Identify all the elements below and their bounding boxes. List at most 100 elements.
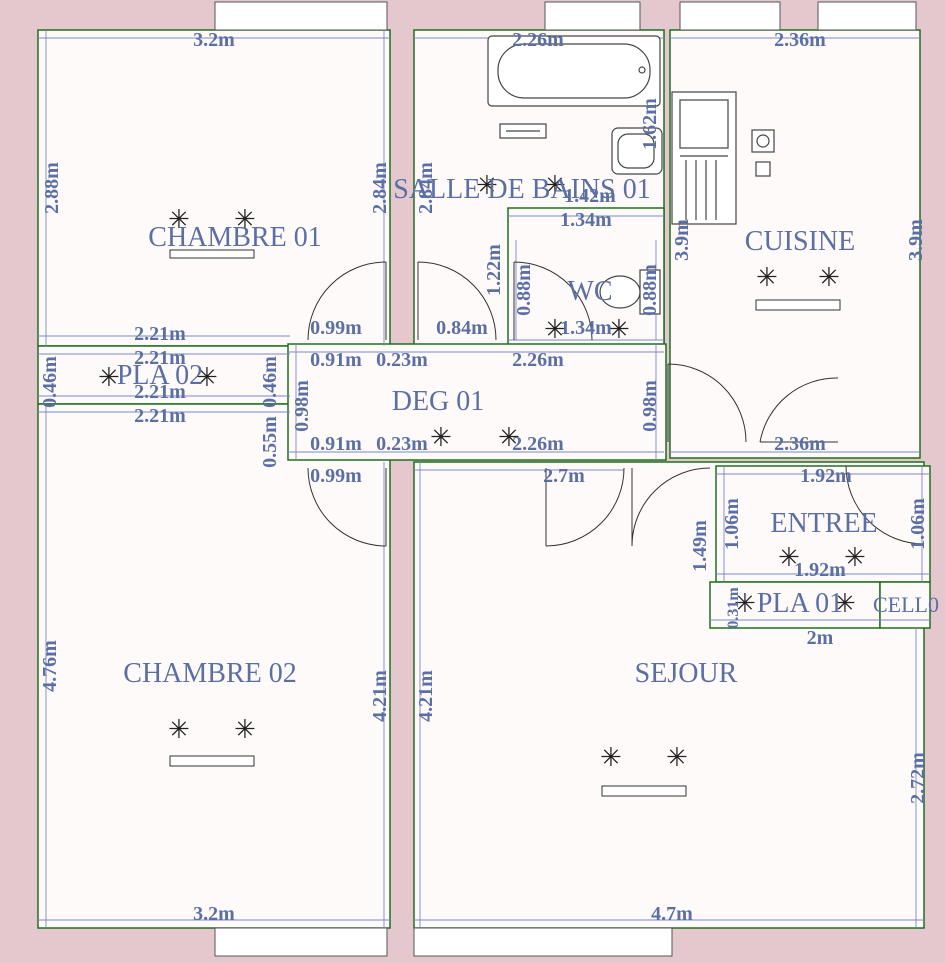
dim-sdb-right: 1.62m [639, 98, 661, 150]
dim-wc-top: 1.34m [560, 209, 612, 231]
dim-chambre02-left: 4.76m [39, 640, 61, 692]
dim-deg-top-left: 0.99m [310, 317, 362, 339]
dim-wc-left-outer: 1.22m [483, 244, 505, 296]
room-label-placard-small: CELL0 [873, 592, 939, 617]
dim-deg-in-left-bot: 0.91m [310, 433, 362, 455]
window-chambre01 [214, 1, 388, 31]
light-fixtures: ✳ ✳ ✳ ✳ ✳ ✳ ✳ ✳ ✳ ✳ ✳ ✳ ✳ ✳ ✳ ✳ ✳ ✳ ✳ ✳ [98, 171, 866, 773]
dim-pla02-top2: 2.21m [134, 347, 186, 369]
room-label-chambre-02: CHAMBRE 02 [123, 658, 296, 689]
dim-chambre01-left: 2.88m [41, 162, 63, 214]
light-icon: ✳ [430, 423, 452, 453]
dim-entree-left: 1.06m [721, 498, 743, 550]
dim-sejour-left: 4.21m [415, 670, 437, 722]
light-icon: ✳ [734, 589, 756, 619]
light-icon: ✳ [168, 205, 190, 235]
radiators [169, 249, 841, 797]
dim-cuisine-left: 3.9m [671, 219, 693, 261]
dim-pla02-bot1: 2.21m [134, 381, 186, 403]
dim-sejour-right: 2.72m [907, 752, 929, 804]
bathtub-icon [487, 35, 661, 107]
light-icon: ✳ [844, 543, 866, 573]
light-icon: ✳ [476, 171, 498, 201]
doors [307, 261, 925, 547]
dim-pla01-left: 0.31m [725, 587, 742, 629]
dim-sejour-bottom: 4.7m [651, 903, 693, 925]
dim-cuisine-top: 2.36m [774, 29, 826, 51]
light-icon: ✳ [98, 363, 120, 393]
dim-wc-right: 0.88m [639, 264, 661, 316]
dim-sdb-inner: 1.42m [564, 185, 616, 207]
dim-deg-in-right-bot: 2.26m [512, 433, 564, 455]
dim-deg-in-right-top: 2.26m [512, 349, 564, 371]
floor-deg-01 [287, 343, 667, 461]
dim-entree-right: 1.06m [907, 498, 929, 550]
dim-deg-right: 0.98m [639, 380, 661, 432]
dim-pla02-bot2: 2.21m [134, 405, 186, 427]
light-icon: ✳ [608, 315, 630, 345]
light-icon: ✳ [818, 263, 840, 293]
window-cuisine [679, 1, 781, 31]
light-icon: ✳ [544, 171, 566, 201]
dim-deg-left-outer: 0.55m [259, 416, 281, 468]
dim-pla02-top1: 2.21m [134, 323, 186, 345]
dim-chambre02-bottom: 3.2m [193, 903, 235, 925]
floor-pla-02 [37, 345, 291, 405]
light-icon: ✳ [756, 263, 778, 293]
appliance-icon [751, 129, 775, 177]
dim-sejour-top: 2.7m [543, 465, 585, 487]
dim-chambre02-right: 4.21m [369, 670, 391, 722]
light-icon: ✳ [196, 363, 218, 393]
kitchen-sink-icon [671, 91, 737, 225]
dim-chambre01-top: 3.2m [193, 29, 235, 51]
light-icon: ✳ [498, 423, 520, 453]
dim-pla02-right: 0.46m [259, 356, 281, 408]
light-icon: ✳ [544, 315, 566, 345]
window-sejour [413, 927, 673, 957]
room-label-wc: WC [567, 276, 612, 307]
dim-wc-bottom: 1.34m [560, 317, 612, 339]
window-chambre02 [214, 927, 388, 957]
room-label-cuisine: CUISINE [745, 226, 855, 257]
room-label-chambre-01: CHAMBRE 01 [148, 222, 321, 253]
floor-entree [715, 465, 931, 583]
dim-pla01-bottom: 2m [807, 627, 834, 649]
dim-wc-left: 0.88m [513, 264, 535, 316]
room-label-entree: ENTREE [770, 508, 877, 539]
room-label-salle-de-bains: SALLE DE BAINS 01 [393, 174, 650, 205]
dim-entree-left-outer: 1.49m [689, 520, 711, 572]
dimension-lines [38, 30, 930, 928]
dim-deg-in-mid-bot: 0.23m [376, 433, 428, 455]
dim-pla02-left: 0.46m [39, 356, 61, 408]
light-icon: ✳ [234, 715, 256, 745]
dim-deg-in-left-top: 0.91m [310, 349, 362, 371]
dim-deg-in-mid-top: 0.23m [376, 349, 428, 371]
light-icon: ✳ [666, 743, 688, 773]
light-icon: ✳ [778, 543, 800, 573]
floor-chambre-01 [37, 29, 391, 347]
dim-deg-bot-left: 0.99m [310, 465, 362, 487]
toilet-icon [599, 269, 661, 315]
towel-rail-icon [499, 123, 547, 139]
dim-cuisine-right: 3.9m [905, 219, 927, 261]
dim-deg-top-mid: 0.84m [436, 317, 488, 339]
floor-chambre-02 [37, 403, 391, 929]
light-icon: ✳ [234, 205, 256, 235]
window-sdb [544, 1, 641, 31]
dim-sdb-top: 2.26m [512, 29, 564, 51]
floor-wc [507, 207, 665, 349]
dim-deg-left: 0.98m [291, 380, 313, 432]
dim-chambre01-right: 2.84m [369, 162, 391, 214]
dim-cuisine-bottom: 2.36m [774, 433, 826, 455]
window-cuisine2 [817, 1, 917, 31]
room-label-pla-02: PLA 02 [117, 360, 203, 391]
dim-entree-top: 1.92m [800, 465, 852, 487]
washbasin-icon [611, 127, 663, 175]
room-label-pla-01: PLA 01 [757, 588, 843, 619]
room-label-sejour: SEJOUR [635, 658, 738, 689]
dim-entree-bottom: 1.92m [794, 559, 846, 581]
dim-sdb-left: 2.84m [415, 162, 437, 214]
room-label-deg-01: DEG 01 [392, 386, 485, 417]
light-icon: ✳ [600, 743, 622, 773]
